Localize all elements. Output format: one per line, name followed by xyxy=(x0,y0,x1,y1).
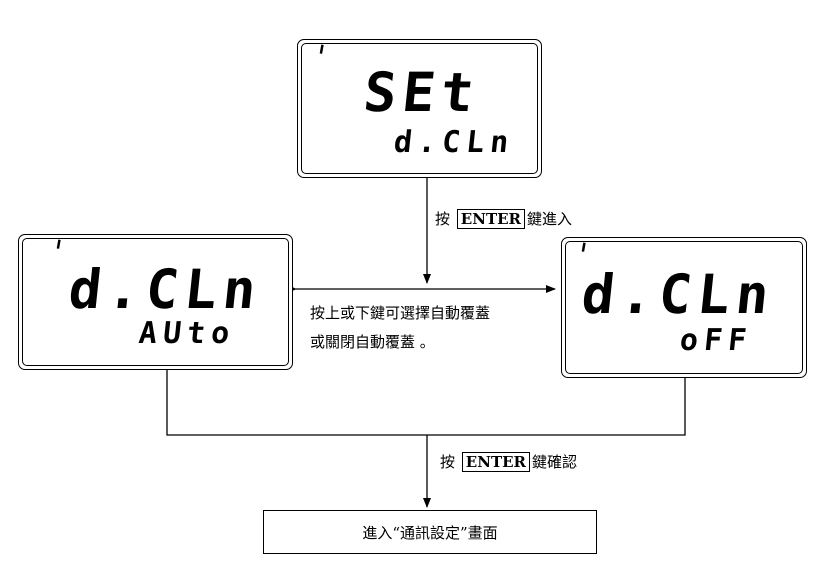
lcd-display-top: ᐟ SEt d.CLn xyxy=(297,39,542,178)
enter-key-label: ENTER xyxy=(456,209,526,229)
display-main-text: d.CLn xyxy=(65,258,265,321)
lcd-display-left: ᐟ d.CLn AUto xyxy=(18,234,293,370)
note-line-2: 或關閉自動覆蓋 。 xyxy=(310,333,435,351)
note-line-1: 按上或下鍵可選擇自動覆蓋 xyxy=(310,304,491,322)
display-main-text: d.CLn xyxy=(578,263,778,326)
step2-suffix: 鍵確認 xyxy=(532,453,578,471)
final-step-box: 進入“通訊設定”畫面 xyxy=(263,510,597,554)
step1-suffix: 鍵進入 xyxy=(527,210,573,228)
bracket-line xyxy=(166,370,686,436)
enter-key-label: ENTER xyxy=(461,452,531,472)
display-sub-text: oFF xyxy=(678,323,755,358)
step1-prefix: 按 xyxy=(435,210,451,228)
display-main-text: SEt xyxy=(360,61,483,124)
final-step-text: 進入“通訊設定”畫面 xyxy=(362,523,498,542)
step2-prefix: 按 xyxy=(440,453,456,471)
display-sub-text: d.CLn xyxy=(392,125,517,160)
display-sub-text: AUto xyxy=(137,316,238,351)
lcd-display-right: ᐟ d.CLn oFF xyxy=(561,237,807,378)
